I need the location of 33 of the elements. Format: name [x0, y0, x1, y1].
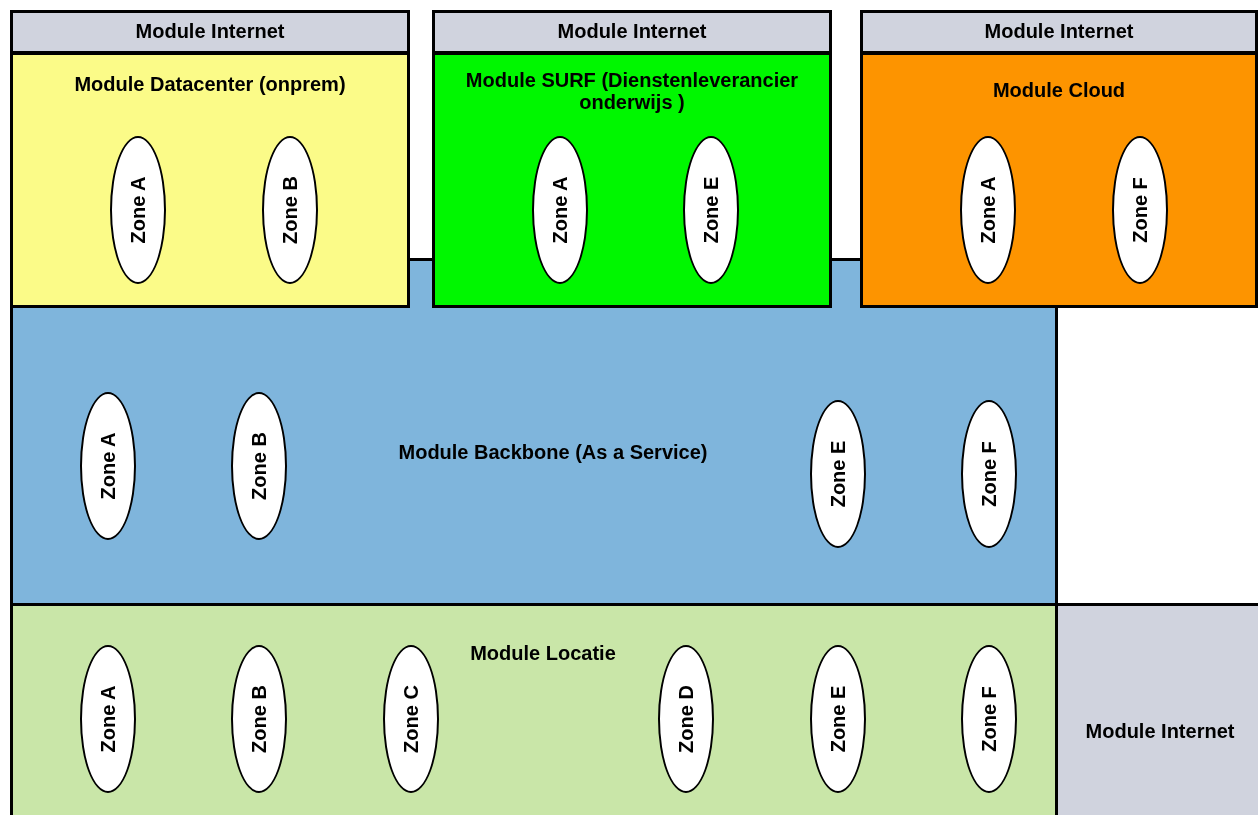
zone-label: Zone A — [97, 432, 119, 500]
zone-label: Zone A — [97, 685, 119, 753]
module-title: Module Locatie — [469, 642, 617, 664]
zone-label: Zone F — [978, 441, 1000, 507]
zone-label: Zone F — [1129, 177, 1151, 243]
module-title: Module Internet — [556, 20, 708, 42]
module-title: Module Internet — [983, 20, 1135, 42]
zone-label: Zone E — [827, 440, 849, 508]
header-bar — [1055, 603, 1258, 815]
zone-label: Zone F — [978, 686, 1000, 752]
module-title: Module Internet — [134, 20, 286, 42]
module-box — [10, 603, 1058, 815]
module-title: Module Datacenter (onprem) — [73, 73, 347, 95]
zone-label: Zone A — [127, 176, 149, 244]
zone-label: Zone B — [279, 176, 301, 244]
zone-label: Zone B — [248, 432, 270, 500]
module-title: Module Internet — [1084, 720, 1236, 742]
zone-label: Zone D — [675, 685, 697, 753]
module-box — [860, 52, 1258, 308]
module-box — [10, 52, 410, 308]
zone-label: Zone C — [400, 685, 422, 753]
zone-label: Zone A — [977, 176, 999, 244]
module-title: Module Cloud — [991, 79, 1127, 101]
header-bar — [10, 10, 410, 54]
module-title: Module Backbone (As a Service) — [397, 441, 709, 463]
module-title: Module SURF (Dienstenleverancier onderwijs ) — [465, 69, 799, 113]
zone-label: Zone A — [549, 176, 571, 244]
module-box — [432, 52, 832, 308]
header-bar — [432, 10, 832, 54]
zone-label: Zone E — [700, 176, 722, 244]
zone-label: Zone E — [827, 685, 849, 753]
zone-label: Zone B — [248, 685, 270, 753]
header-bar — [860, 10, 1258, 54]
